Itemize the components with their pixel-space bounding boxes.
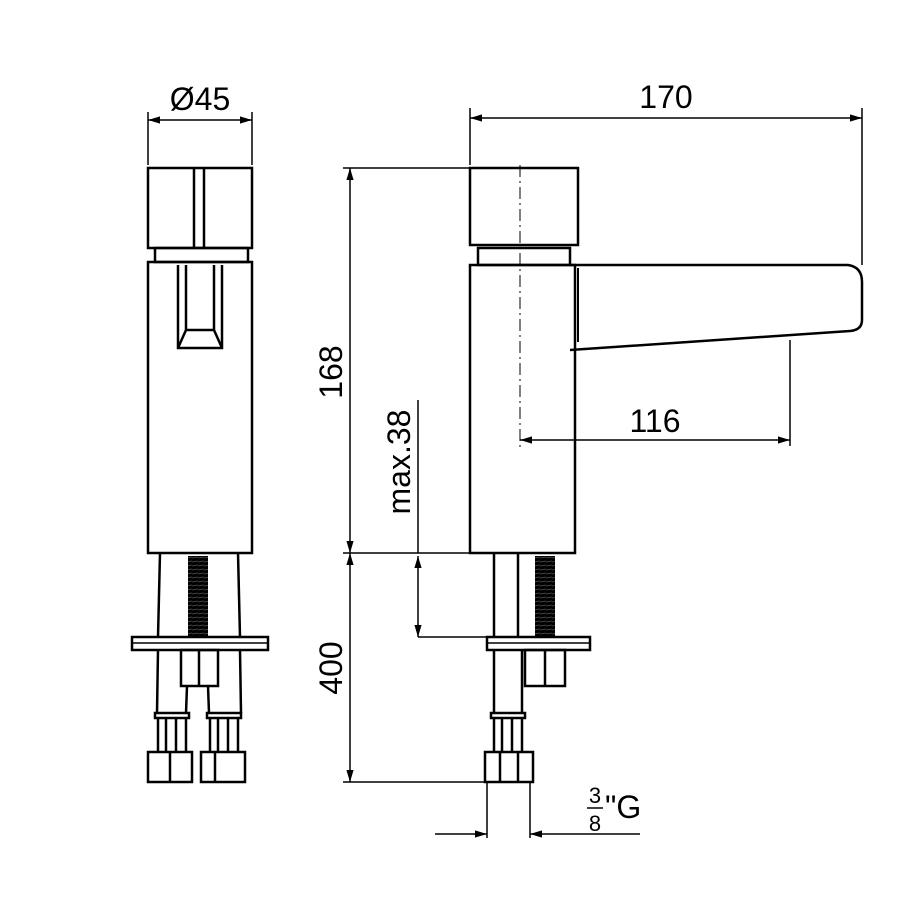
threaded-rod	[535, 556, 555, 637]
body	[468, 263, 577, 555]
body	[146, 260, 254, 555]
thread-numerator: 3	[589, 783, 601, 808]
dim-max-thickness: max.38	[381, 410, 417, 515]
dim-diameter: Ø45	[170, 81, 230, 117]
handle-head	[146, 166, 254, 250]
side-view	[468, 165, 864, 784]
handle-head	[468, 166, 580, 247]
dim-spout-reach: 116	[629, 403, 680, 439]
threaded-rod	[188, 556, 208, 637]
spout	[569, 263, 864, 352]
dimension-lines	[147, 108, 863, 838]
thread-suffix: "G	[605, 789, 641, 825]
dim-hose-length: 400	[313, 641, 349, 694]
thread-denominator: 8	[589, 811, 601, 836]
dim-height: 168	[313, 345, 349, 398]
front-view	[130, 166, 270, 784]
dim-total-length: 170	[639, 79, 692, 115]
